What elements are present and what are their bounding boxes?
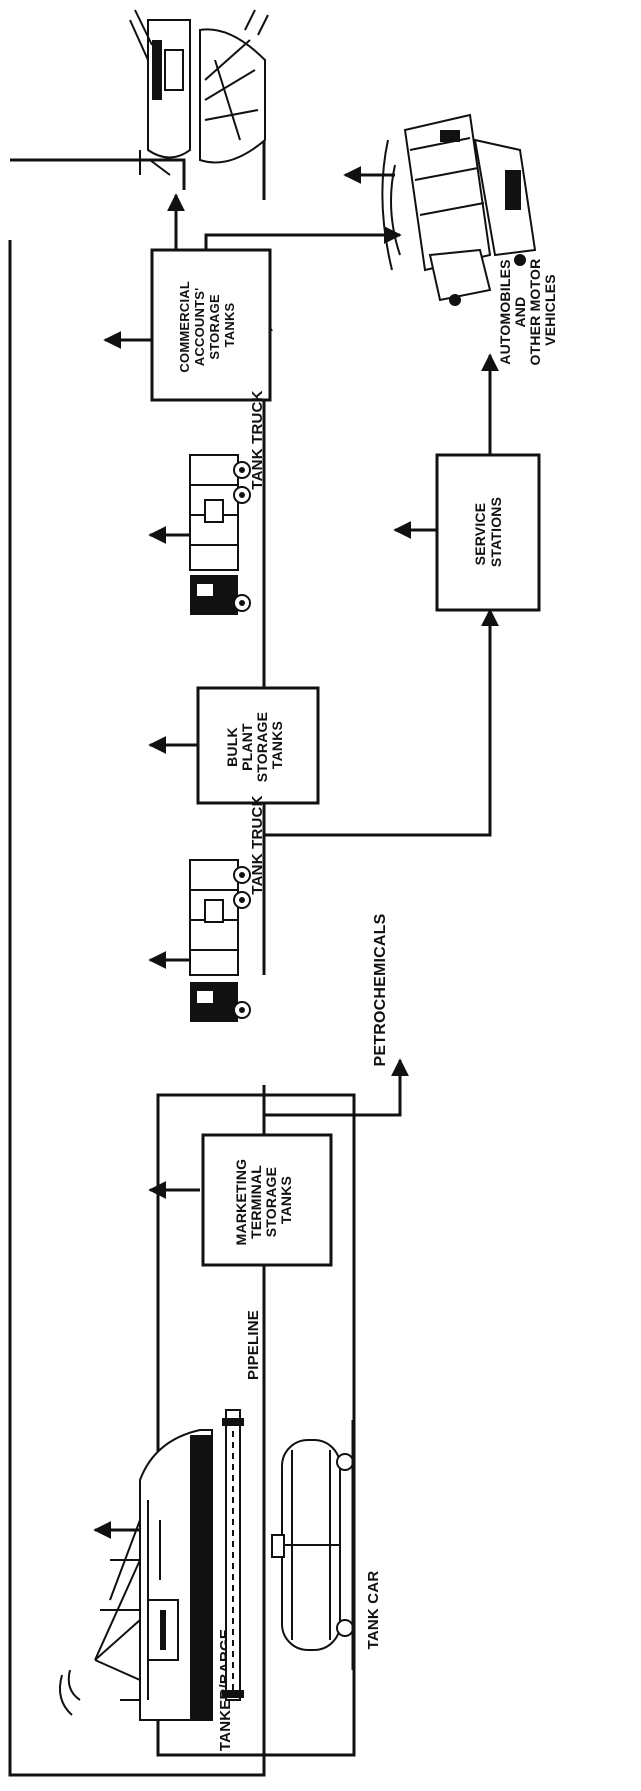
tank-truck-icon [190, 455, 250, 615]
automobiles-label: AUTOMOBILES AND OTHER MOTOR VEHICLES [497, 254, 558, 365]
tank-car-label: TANK CAR [365, 1571, 382, 1650]
loop-top-connector [10, 160, 184, 190]
tank-truck-icon [190, 860, 250, 1022]
pipeline-label: PIPELINE [245, 1310, 262, 1380]
tank-truck-1-label: TANK TRUCK [249, 795, 266, 894]
pipeline-icon [222, 1410, 244, 1700]
tanker-ship-icon [60, 1430, 212, 1720]
petrochemicals-label: PETROCHEMICALS [372, 913, 389, 1066]
petrochemicals-arrow [264, 1060, 400, 1115]
aircraft-and-ship-icon [130, 10, 268, 175]
tank-truck-2-label: TANK TRUCK [249, 390, 266, 489]
service-stations-label: SERVICE STATIONS [472, 497, 504, 567]
rail-tank-car-icon [272, 1420, 353, 1670]
